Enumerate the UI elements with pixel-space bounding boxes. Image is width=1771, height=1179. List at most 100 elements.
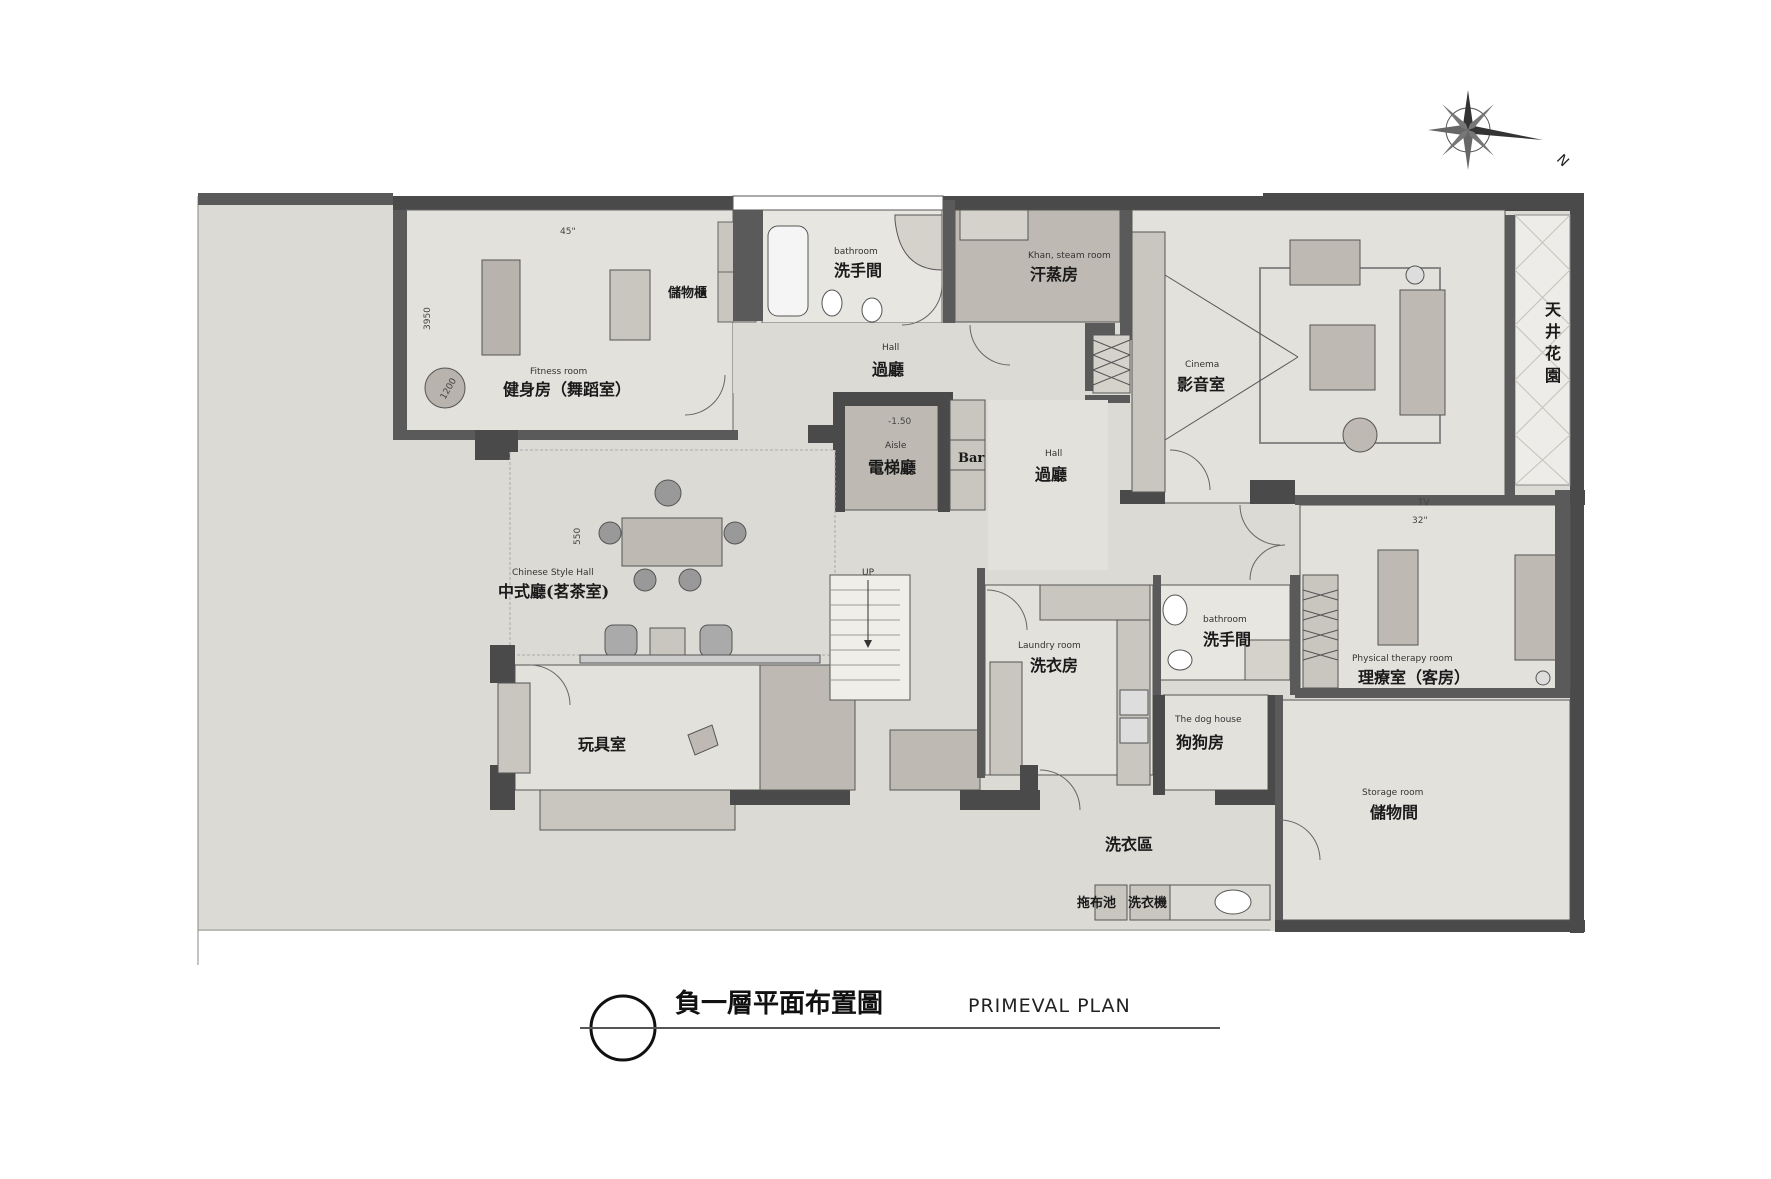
shower-area — [1244, 639, 1291, 681]
shower-door — [894, 214, 943, 271]
sink-icon — [1162, 594, 1188, 626]
wall — [490, 645, 515, 683]
wall — [1020, 765, 1038, 810]
cinema-wall-panel — [1131, 231, 1166, 493]
floor-lamp — [1535, 670, 1551, 686]
title-en: PRIMEVAL PLAN — [968, 995, 1131, 1017]
wall — [943, 196, 1263, 210]
storage-room-zh: 儲物間 — [1369, 803, 1418, 822]
toilet — [1167, 649, 1193, 671]
bar-counter — [949, 399, 986, 511]
wall — [1505, 215, 1515, 505]
fitness-room-en: Fitness room — [530, 367, 587, 377]
wall — [198, 193, 393, 205]
laundry-room-en: Laundry room — [1018, 641, 1081, 651]
projector-line — [1164, 356, 1299, 441]
door-swing — [1279, 819, 1321, 861]
door-swing — [1169, 449, 1211, 491]
washer-icon — [1119, 689, 1149, 716]
up-arrow-head-icon — [864, 640, 872, 648]
laundry-room-zh: 洗衣房 — [1030, 656, 1078, 675]
dog-house-zh: 狗狗房 — [1176, 733, 1224, 752]
steam-room-zh: 汗蒸房 — [1030, 265, 1078, 284]
door-swing — [1039, 769, 1081, 811]
therapy-room-zh: 理療室（客房） — [1358, 668, 1470, 687]
chinese-hall-en: Chinese Style Hall — [512, 568, 594, 578]
courtyard-zh-2: 井 — [1545, 322, 1561, 341]
wardrobe-hatch — [1302, 589, 1339, 661]
wall — [943, 200, 955, 330]
armchair — [699, 624, 733, 658]
wall — [730, 790, 850, 805]
washer-icon — [1119, 717, 1149, 744]
tea-table — [649, 627, 686, 657]
glass-partition — [579, 654, 821, 664]
dog-house — [1162, 694, 1269, 791]
bathroom-2-zh: 洗手間 — [1203, 630, 1251, 649]
wall — [1085, 395, 1130, 403]
wall — [488, 430, 518, 452]
washer-icon — [1129, 884, 1171, 921]
tea-chair — [598, 521, 622, 545]
courtyard — [1514, 214, 1571, 486]
wall — [393, 210, 407, 440]
cinema-en: Cinema — [1185, 360, 1219, 370]
hall-2-zh: 過廳 — [1034, 465, 1067, 484]
cinema-zh: 影音室 — [1177, 375, 1225, 394]
door-swing — [986, 589, 1028, 631]
laundry-cabinet — [989, 661, 1023, 776]
door-swing — [1249, 544, 1286, 581]
wall — [808, 425, 838, 443]
tea-chair — [654, 479, 682, 507]
mop-sink — [1094, 884, 1128, 921]
dog-house-en: The dog house — [1174, 715, 1242, 725]
steam-room-en: Khan, steam room — [1028, 251, 1111, 261]
stairs-up-label: UP — [862, 568, 875, 578]
dining-table — [621, 517, 723, 567]
therapy-bed — [1377, 549, 1419, 646]
cinema-ottoman — [1309, 324, 1376, 391]
stair-landing-bottom — [889, 729, 981, 791]
wall — [1120, 210, 1132, 340]
courtyard-hatch — [1514, 214, 1571, 486]
stair-stringer — [1092, 334, 1131, 394]
title-zh: 負一層平面布置圖 — [675, 989, 883, 1019]
storage-room-en: Storage room — [1362, 788, 1423, 798]
wall — [938, 392, 950, 512]
treadmill — [481, 259, 521, 356]
wall — [393, 196, 733, 210]
sink-icon — [1214, 889, 1252, 915]
bathroom-1-zh: 洗手間 — [834, 261, 882, 280]
wall — [1295, 688, 1570, 698]
hall-1-en: Hall — [882, 343, 899, 353]
therapy-tv-label: TV — [1417, 498, 1430, 508]
wall — [1275, 695, 1283, 920]
wall — [833, 392, 845, 512]
projector-line — [1164, 274, 1299, 358]
bathroom-2-en: bathroom — [1203, 615, 1247, 625]
wall — [1263, 193, 1583, 211]
chair — [424, 367, 466, 409]
courtyard-zh-3: 花 — [1545, 344, 1561, 363]
door-swing — [684, 374, 726, 416]
washer-zh: 洗衣機 — [1128, 895, 1167, 911]
chinese-hall-width: 550 — [573, 528, 583, 545]
aisle-zh: 電梯廳 — [868, 458, 916, 477]
courtyard-zh-4: 園 — [1545, 366, 1561, 385]
hall-2-en: Hall — [1045, 449, 1062, 459]
wall — [977, 568, 985, 778]
bathroom-1-en: bathroom — [834, 247, 878, 257]
tea-chair — [633, 568, 657, 592]
courtyard-zh-1: 天 — [1545, 300, 1562, 319]
wall — [733, 196, 763, 321]
steam-bench — [959, 209, 1029, 241]
cinema-sofa — [1289, 239, 1361, 286]
weight-bench — [609, 269, 651, 341]
wall — [1153, 575, 1161, 695]
wall — [1555, 490, 1570, 690]
wall — [1295, 495, 1565, 505]
door-swing — [969, 324, 1011, 366]
elevator-hall — [842, 404, 939, 511]
toy-storage — [497, 682, 531, 774]
